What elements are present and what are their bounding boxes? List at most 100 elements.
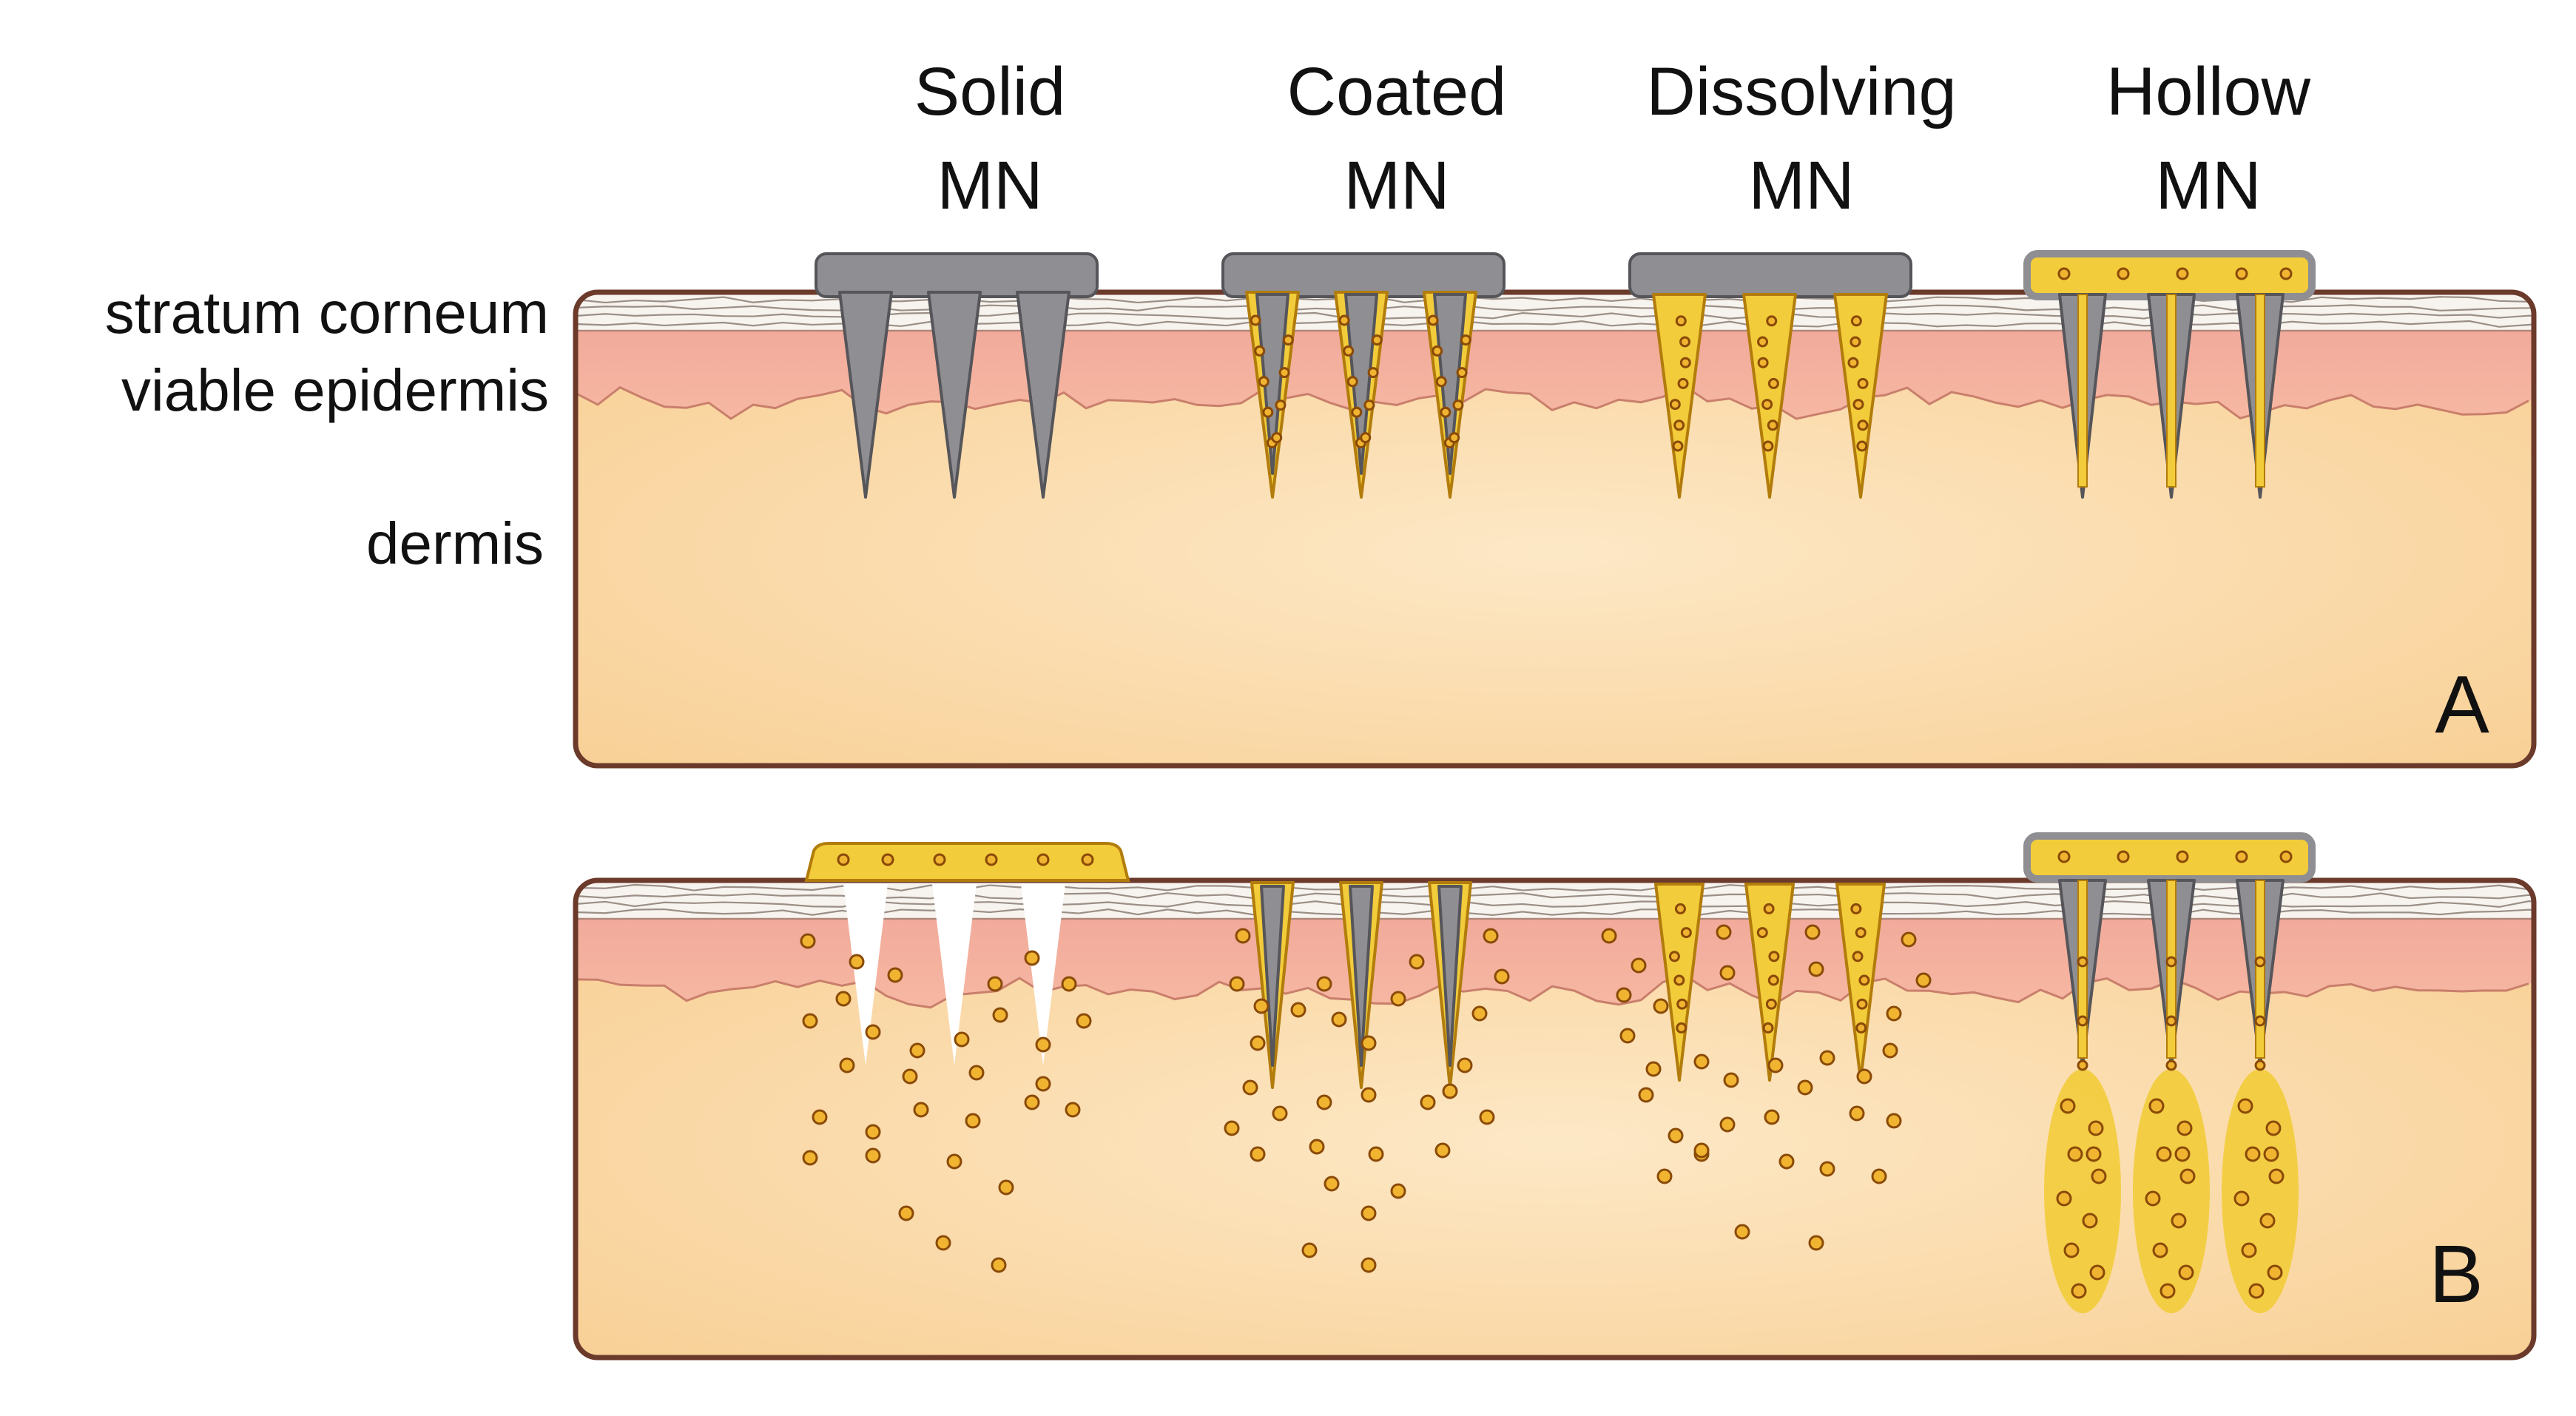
drug-particle xyxy=(1325,1177,1338,1190)
drug-particle xyxy=(1679,379,1687,388)
drug-particle xyxy=(1284,336,1292,345)
header-hollow-line2: MN xyxy=(2155,148,2261,223)
drug-particle xyxy=(1495,970,1508,983)
drug-particle xyxy=(2256,1017,2265,1025)
drug-particle xyxy=(2236,269,2247,279)
drug-particle xyxy=(1769,379,1778,388)
drug-particle xyxy=(1669,1129,1682,1142)
drug-particle xyxy=(1854,400,1863,409)
drug-depot-plume xyxy=(2133,1069,2210,1313)
drug-particle xyxy=(1025,1096,1039,1109)
drug-particle xyxy=(2176,1147,2189,1161)
drug-particle xyxy=(1721,966,1734,980)
drug-particle xyxy=(1077,1014,1090,1028)
solid-mn-baseplate xyxy=(816,254,1097,297)
drug-particle xyxy=(1273,1107,1287,1120)
drug-particle xyxy=(1255,346,1264,355)
layer-labels: stratum corneum viable epidermis dermis xyxy=(105,280,549,576)
drug-particle xyxy=(1369,1147,1383,1161)
drug-particle xyxy=(2250,1284,2263,1298)
drug-particle xyxy=(1768,421,1777,430)
drug-particle xyxy=(1858,442,1867,451)
drug-particle xyxy=(1392,1184,1405,1198)
drug-particle xyxy=(1480,1110,1494,1124)
drug-particle xyxy=(1767,317,1776,326)
drug-particle xyxy=(1677,1023,1686,1032)
drug-particle xyxy=(1036,1038,1050,1051)
label-stratum-corneum: stratum corneum xyxy=(105,280,549,345)
drug-particle xyxy=(1441,408,1450,417)
drug-particle xyxy=(1850,1107,1864,1120)
dissolving-mn-baseplate xyxy=(1630,254,1911,297)
drug-particle xyxy=(1458,1059,1471,1072)
drug-particle xyxy=(986,854,997,865)
drug-particle xyxy=(2057,1192,2071,1205)
drug-particle xyxy=(1236,929,1250,943)
drug-particle xyxy=(1484,929,1497,943)
drug-particle xyxy=(1647,1062,1660,1076)
drug-particle xyxy=(937,1236,950,1250)
drug-particle xyxy=(2078,957,2087,966)
drug-particle xyxy=(1369,368,1378,377)
drug-particle xyxy=(1676,904,1685,913)
drug-particle xyxy=(1767,999,1776,1008)
drug-particle xyxy=(2083,1214,2097,1227)
drug-particle xyxy=(1917,974,1930,987)
drug-particle xyxy=(1670,952,1679,961)
drug-particle xyxy=(1362,1036,1375,1050)
drug-particle xyxy=(1617,988,1631,1002)
drug-particle xyxy=(1433,346,1442,355)
drug-particle xyxy=(1303,1244,1316,1257)
drug-particle xyxy=(1858,379,1867,388)
panel-a: A xyxy=(576,254,2576,766)
drug-particle xyxy=(1770,952,1778,961)
drug-particle xyxy=(948,1155,961,1168)
drug-particle xyxy=(2261,1214,2274,1227)
header-solid-line2: MN xyxy=(937,148,1042,223)
drug-particle xyxy=(1717,926,1730,939)
drug-particle xyxy=(911,1044,924,1057)
drug-particle xyxy=(934,854,945,865)
drug-particle xyxy=(2239,1099,2252,1113)
drug-particle xyxy=(1902,933,1915,946)
drug-particle xyxy=(850,955,863,968)
drug-particle xyxy=(1806,926,1819,939)
drug-particle xyxy=(2089,1122,2103,1135)
drug-particle xyxy=(866,1025,880,1039)
drug-particle xyxy=(1764,1023,1773,1032)
drug-particle xyxy=(866,1149,880,1162)
drug-particle xyxy=(1410,955,1423,968)
drug-particle xyxy=(1450,434,1459,442)
drug-particle xyxy=(1361,434,1370,442)
drug-particle xyxy=(803,1014,817,1028)
drug-particle xyxy=(2256,957,2265,966)
drug-particle xyxy=(837,992,850,1005)
drug-particle xyxy=(2059,269,2069,279)
drug-particle xyxy=(1769,1059,1782,1072)
drug-particle xyxy=(1066,1103,1079,1116)
drug-particle xyxy=(1810,962,1823,976)
drug-particle xyxy=(1436,1144,1449,1157)
drug-particle xyxy=(2236,852,2247,862)
drug-particle xyxy=(1038,854,1048,865)
drug-particle xyxy=(1887,1007,1901,1020)
drug-particle xyxy=(1821,1051,1834,1065)
panel-b: B xyxy=(576,836,2576,1358)
header-coated-line2: MN xyxy=(1343,148,1449,223)
drug-particle xyxy=(2267,1122,2280,1135)
drug-particle xyxy=(1332,1013,1346,1026)
drug-particle xyxy=(1858,999,1867,1008)
drug-particle xyxy=(1443,1085,1457,1098)
drug-particle xyxy=(2087,1147,2100,1161)
drug-particle xyxy=(2281,852,2291,862)
drug-particle xyxy=(1365,401,1374,410)
drug-particle xyxy=(900,1207,913,1220)
drug-particle xyxy=(883,854,893,865)
drug-particle xyxy=(1457,368,1466,377)
drug-particle xyxy=(1310,1140,1324,1153)
drug-particle xyxy=(1318,1096,1331,1109)
drug-particle xyxy=(1681,358,1690,367)
drug-particle xyxy=(1675,976,1684,985)
drug-particle xyxy=(1062,977,1076,991)
drug-particle xyxy=(1344,346,1353,355)
